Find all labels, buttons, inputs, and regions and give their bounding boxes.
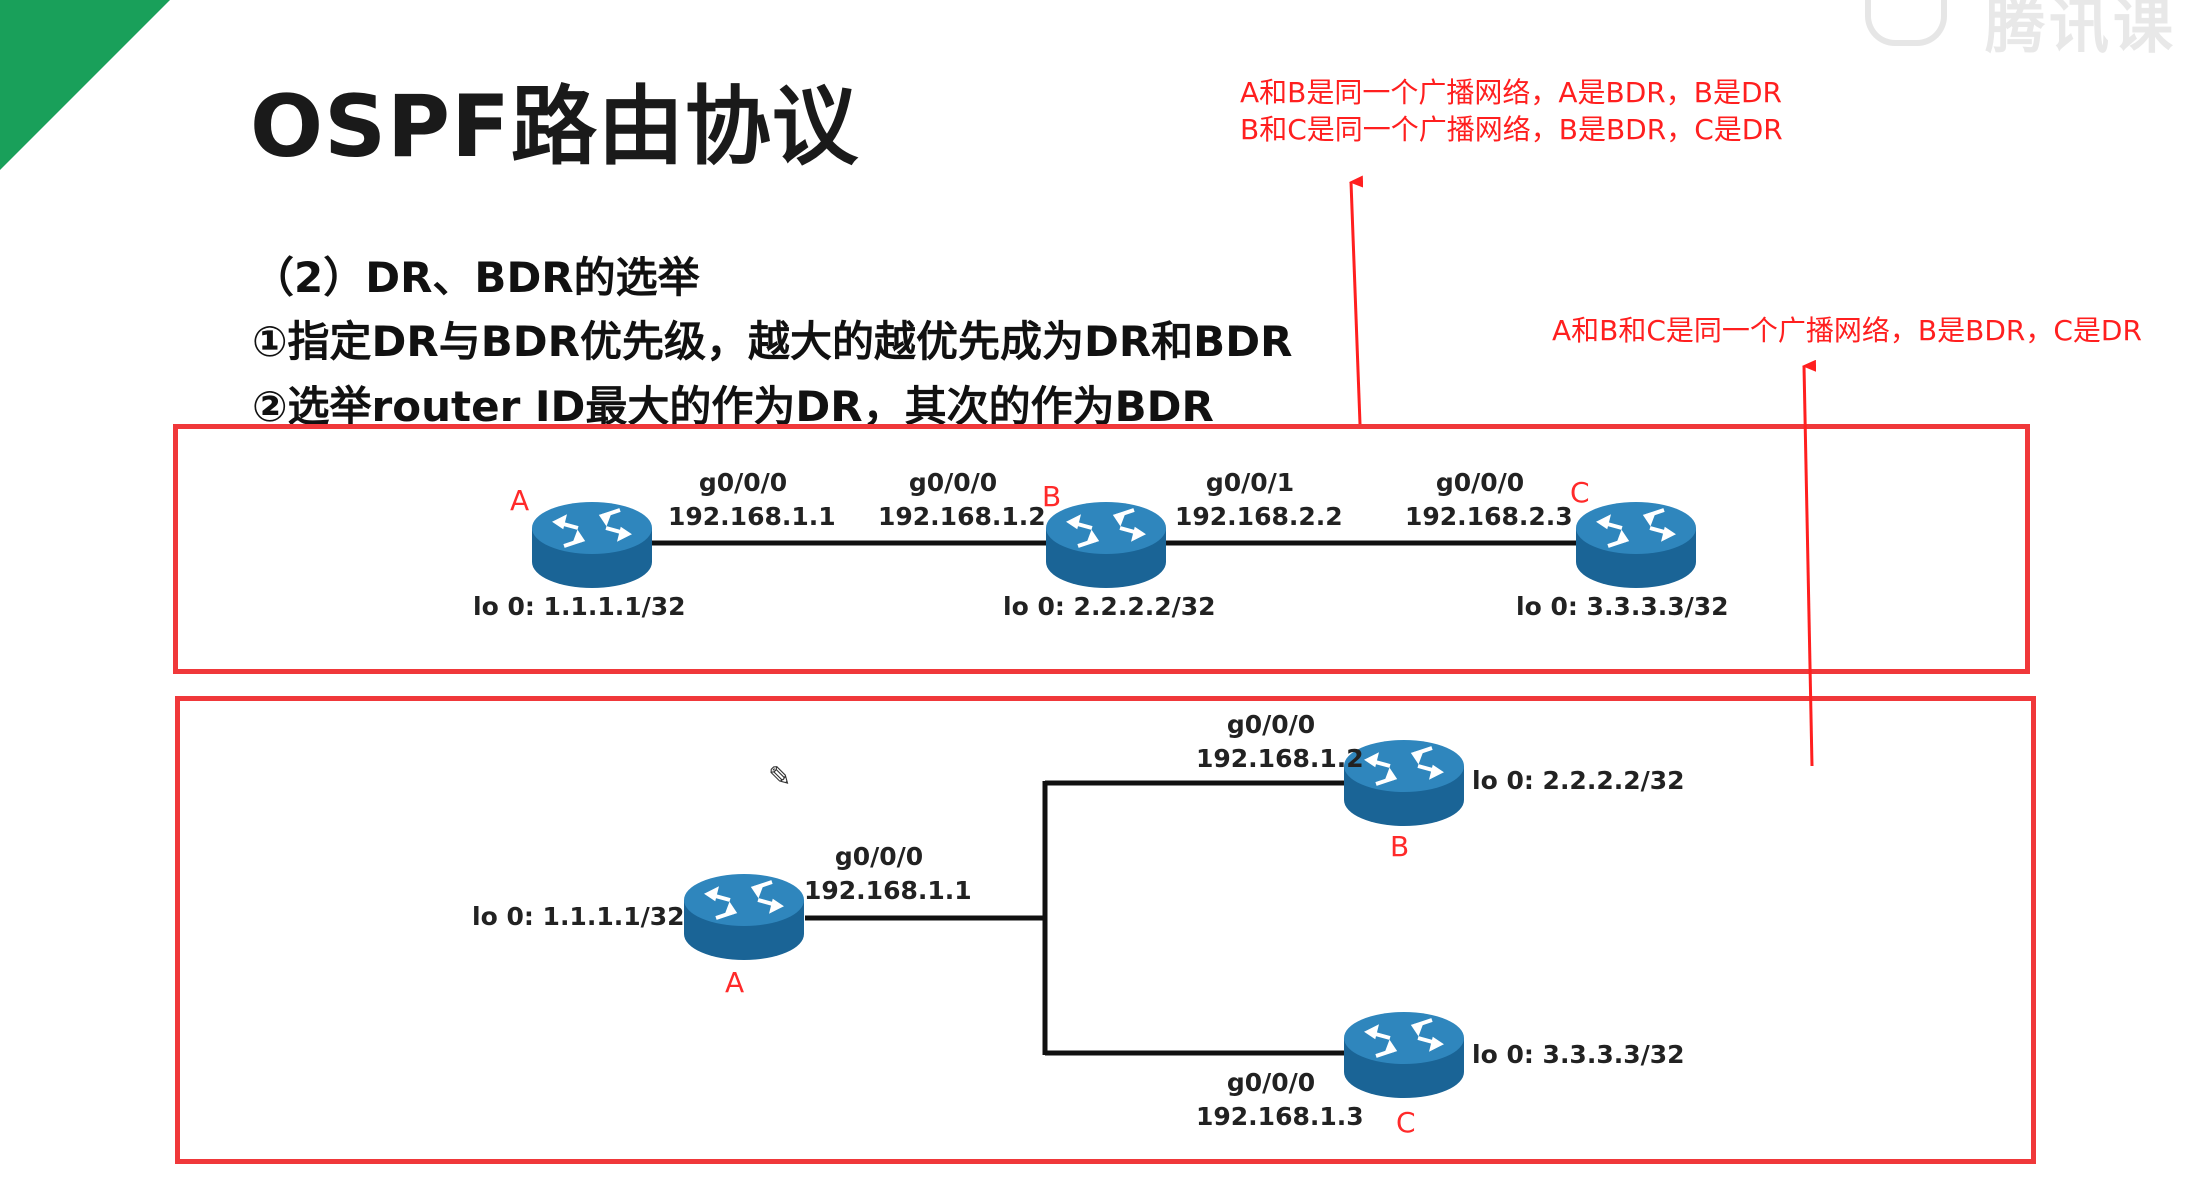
ip-label: 192.168.1.2 [878,502,1046,531]
interface-label: g0/0/0 192.168.1.1 [668,466,836,534]
interface-label: g0/0/0 192.168.1.2 [1196,708,1364,776]
router-icon[interactable] [680,872,808,964]
ip-label: 192.168.1.1 [668,502,836,531]
pen-cursor-icon: ✎ [768,760,792,793]
router-a-name: A [725,966,745,999]
ip-label: 192.168.2.2 [1175,502,1343,531]
port-label: g0/0/0 [698,468,788,497]
loopback-label: lo 0: 1.1.1.1/32 [473,592,686,621]
section-heading: （2）DR、BDR的选举 [252,253,700,302]
router-c-name: C [1396,1106,1416,1139]
port-label: g0/0/0 [908,468,998,497]
loopback-label: lo 0: 1.1.1.1/32 [472,902,685,931]
watermark-logo-icon [1865,0,1947,46]
rule-priority: ①指定DR与BDR优先级，越大的越优先成为DR和BDR [252,317,1293,366]
port-label: g0/0/0 [1435,468,1525,497]
loopback-label: lo 0: 2.2.2.2/32 [1003,592,1216,621]
port-label: g0/0/0 [834,842,924,871]
topology2-box [175,696,2036,1164]
router-icon[interactable] [528,500,656,592]
port-label: g0/0/0 [1226,710,1316,739]
interface-label: g0/0/0 192.168.1.1 [804,840,972,908]
router-icon[interactable] [1042,500,1170,592]
ip-label: 192.168.1.3 [1196,1102,1364,1131]
annotation-top-line1: A和B是同一个广播网络，A是BDR，B是DR [1240,76,1782,109]
interface-label: g0/0/0 192.168.2.3 [1405,466,1573,534]
loopback-label: lo 0: 3.3.3.3/32 [1516,592,1729,621]
interface-label: g0/0/0 192.168.1.3 [1196,1066,1364,1134]
port-label: g0/0/1 [1205,468,1295,497]
loopback-label: lo 0: 2.2.2.2/32 [1472,766,1685,795]
rule-router-id: ②选举router ID最大的作为DR，其次的作为BDR [252,382,1214,431]
router-c-name: C [1570,476,1590,509]
router-a-name: A [510,484,530,517]
ip-label: 192.168.1.2 [1196,744,1364,773]
router-b-name: B [1390,830,1410,863]
router-icon[interactable] [1340,738,1468,830]
interface-label: g0/0/0 192.168.1.2 [878,466,1046,534]
loopback-label: lo 0: 3.3.3.3/32 [1472,1040,1685,1069]
router-b-name: B [1042,480,1062,513]
router-icon[interactable] [1572,500,1700,592]
annotation-bottom: A和B和C是同一个广播网络，B是BDR，C是DR [1552,314,2142,347]
router-icon[interactable] [1340,1010,1468,1102]
interface-label: g0/0/1 192.168.2.2 [1175,466,1343,534]
page-title: OSPF路由协议 [250,77,859,177]
ip-label: 192.168.1.1 [804,876,972,905]
topology1-box [173,424,2030,674]
port-label: g0/0/0 [1226,1068,1316,1097]
ip-label: 192.168.2.3 [1405,502,1573,531]
watermark-text: 腾讯课 [1985,0,2177,62]
annotation-arrow-bottom [1802,359,1817,767]
annotation-arrow-top [1349,175,1364,425]
corner-triangle [0,0,170,170]
annotation-top-line2: B和C是同一个广播网络，B是BDR，C是DR [1240,113,1783,146]
